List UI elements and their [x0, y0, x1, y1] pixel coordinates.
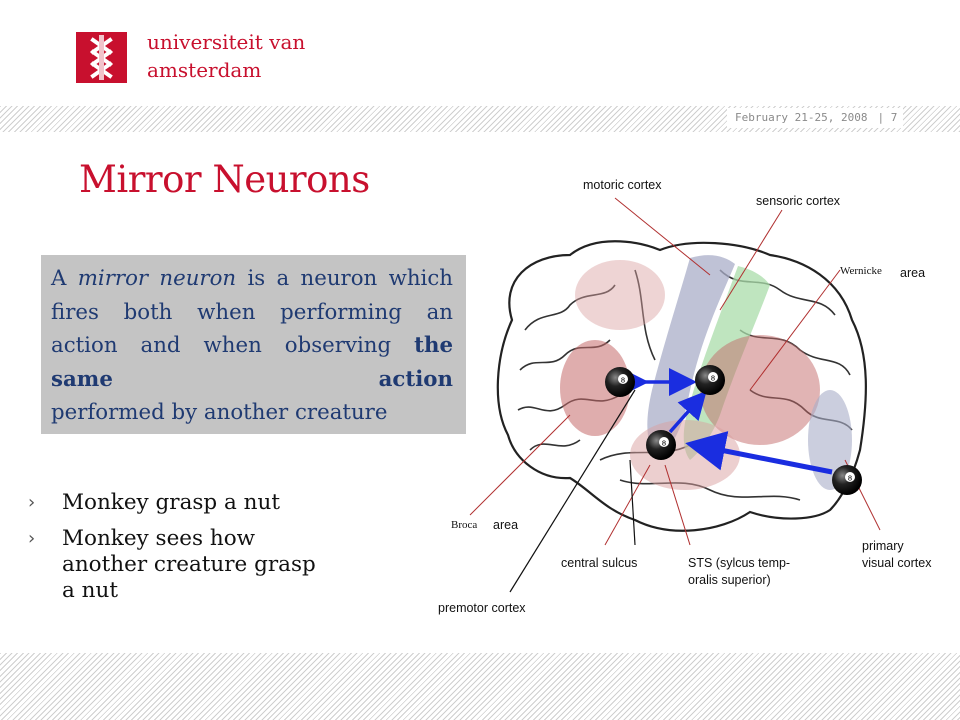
uva-crosses-icon	[90, 35, 113, 80]
definition-text: A mirror neuron is a neuron which fires …	[51, 262, 453, 430]
label-primary: primary	[862, 539, 904, 553]
definition-box	[41, 255, 466, 434]
bullet-text: Monkey grasp a nut	[62, 490, 281, 515]
label-sensoric-cortex: sensoric cortex	[756, 194, 841, 208]
page-number: 7	[890, 111, 898, 124]
label-central-sulcus: central sulcus	[561, 556, 637, 570]
svg-text:8: 8	[662, 440, 666, 448]
label-wernicke: Wernicke	[840, 265, 882, 277]
label-motoric-cortex: motoric cortex	[583, 178, 662, 192]
definition-part1: A	[51, 266, 78, 291]
eight-ball-icon: 8	[605, 367, 635, 397]
label-premotor-cortex: premotor cortex	[438, 601, 526, 615]
bullet-item: › Monkey grasp a nut	[28, 490, 328, 516]
definition-emphasis: the same action	[51, 333, 453, 392]
svg-text:8: 8	[621, 377, 625, 385]
occipital-activation-region	[808, 390, 852, 490]
bullet-list: › Monkey grasp a nut › Monkey sees how a…	[28, 490, 328, 614]
parietal-activation-region	[700, 335, 820, 445]
eight-ball-icon: 8	[832, 465, 862, 495]
definition-part2: is a neuron which fires both when perfor…	[51, 266, 453, 358]
sulcus-pointer-line	[629, 459, 636, 546]
eight-ball-icon: 8	[695, 365, 725, 395]
slide-title: Mirror Neurons	[79, 158, 370, 201]
slide-date: February 21-25, 2008	[735, 111, 868, 124]
brain-diagram: 8 8 8 8 motoric cortex sensoric cortex W…	[438, 178, 932, 615]
label-sts-line1: STS (sylcus temp-	[688, 556, 790, 570]
premotor-pointer-line	[509, 389, 636, 593]
label-sts-line2: oralis superior)	[688, 573, 771, 587]
label-wernicke-area: area	[900, 266, 925, 280]
svg-text:8: 8	[711, 375, 715, 383]
bullet-item: › Monkey sees how another creature grasp…	[28, 526, 328, 604]
bullet-text: Monkey sees how another creature grasp a…	[62, 526, 316, 603]
definition-part3: performed by another creature	[51, 400, 388, 425]
definition-term: mirror neuron	[77, 266, 237, 291]
university-name-line2: amsterdam	[147, 58, 262, 82]
label-broca-area: area	[493, 518, 518, 532]
temporal-activation-region	[630, 420, 740, 490]
label-broca: Broca	[451, 519, 477, 531]
footer-hatch-band	[0, 653, 960, 720]
university-name: universiteit van amsterdam	[147, 28, 305, 84]
label-visual-cortex: visual cortex	[862, 556, 932, 570]
signal-arrows	[621, 368, 833, 475]
eight-ball-icon: 8	[646, 430, 676, 460]
frontal-activation-region	[575, 260, 665, 330]
motoric-cortex-region	[647, 255, 735, 460]
date-page-indicator: February 21-25, 2008 | 7	[727, 108, 904, 128]
bullet-marker-icon: ›	[28, 528, 36, 549]
university-logo	[76, 32, 127, 83]
svg-text:8: 8	[848, 475, 852, 483]
bullet-marker-icon: ›	[28, 492, 36, 513]
page-separator: |	[877, 111, 885, 124]
university-name-line1: universiteit van	[147, 30, 306, 54]
broca-activation-region	[560, 340, 630, 436]
